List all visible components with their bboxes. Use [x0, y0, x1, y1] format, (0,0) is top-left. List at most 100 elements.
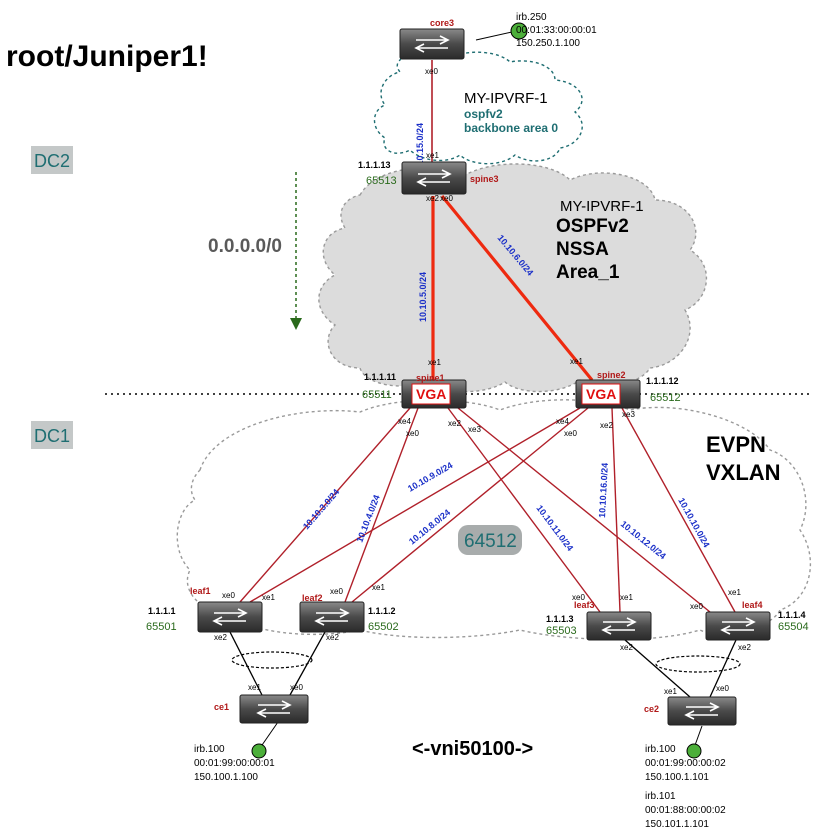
node-name: spine1: [416, 373, 445, 383]
irb-ce2-mac: 00:01:99:00:00:02: [645, 758, 726, 769]
port-label: xe2: [600, 421, 613, 430]
host-core3-icon: [510, 22, 528, 40]
link-leaf1-ce1: [229, 631, 263, 696]
port-label: xe2: [620, 643, 633, 652]
switch-arrows-icon: [684, 702, 720, 720]
asn: 65511: [362, 389, 392, 401]
port-label: xe0: [572, 593, 585, 602]
default-route-arrowhead: [290, 318, 302, 330]
subnet-s1-leaf2: 10.10.4.0/24: [355, 493, 382, 543]
switch-core3[interactable]: core3 xe0: [399, 18, 465, 76]
node-name: spine3: [470, 174, 499, 184]
as-badge: 64512: [458, 525, 522, 555]
switch-arrows-icon: [414, 35, 450, 53]
port-label: xe0: [222, 591, 235, 600]
link-spine1-leaf1: [239, 407, 411, 603]
subnet-s1-leaf1: 10.10.3.0/24: [301, 487, 341, 531]
port-label: xe1: [664, 687, 677, 696]
svg-text:64512: 64512: [464, 531, 517, 552]
vni-label: <-vni50100->: [412, 738, 533, 760]
area0-proto: ospfv2: [464, 107, 503, 121]
port-label: xe1: [262, 593, 275, 602]
port-label: xe1: [248, 683, 261, 692]
irb-ce2-name-2: irb.101: [645, 791, 676, 802]
router-id: 1.1.1.3: [546, 614, 574, 624]
nssa-vrf: MY-IPVRF-1: [560, 198, 644, 215]
port-label: xe0: [406, 429, 419, 438]
link-spine2-leaf4: [621, 407, 736, 613]
port-label: xe1: [372, 583, 385, 592]
subnet-core3-spine3: 10.10.15.0/24: [415, 123, 425, 178]
overlay-vxlan: VXLAN: [706, 460, 781, 485]
switch-leaf4[interactable]: leaf4 1.1.1.4 65504 xe0 xe1 xe2: [690, 588, 809, 652]
lag-ce2: [655, 655, 741, 673]
switch-spine3[interactable]: spine3 1.1.1.13 65513 xe1 xe2 xe0: [358, 151, 499, 203]
link-spine2-leaf2: [351, 407, 589, 603]
node-name: core3: [430, 18, 454, 28]
switch-arrows-icon: [601, 617, 637, 635]
port-label: xe0: [690, 602, 703, 611]
lag-ce1: [231, 651, 313, 669]
router-id: 1.1.1.1: [148, 606, 176, 616]
node-name: leaf2: [302, 593, 323, 603]
irb-ce1-mac: 00:01:99:00:00:01: [194, 758, 275, 769]
switch-arrows-icon: [416, 169, 452, 187]
irb-ce1-ip: 150.100.1.100: [194, 772, 258, 783]
switch-arrows-icon: [212, 608, 248, 626]
node-name: ce2: [644, 704, 659, 714]
nssa-type: NSSA: [556, 239, 609, 260]
node-name: leaf1: [190, 586, 211, 596]
switch-leaf3[interactable]: leaf3 1.1.1.3 65503 xe0 xe1 xe2: [546, 593, 652, 652]
router-id: 1.1.1.2: [368, 606, 396, 616]
port-label: xe0: [440, 194, 453, 203]
link-spine1-leaf3: [447, 407, 601, 613]
asn: 65513: [366, 175, 397, 187]
node-name: leaf3: [574, 600, 595, 610]
switch-ce2[interactable]: ce2 xe1 xe0: [644, 684, 737, 726]
port-label: xe1: [428, 358, 441, 367]
svg-text:DC2: DC2: [34, 151, 70, 171]
dc2-badge: DC2: [31, 146, 73, 174]
nssa-cloud: [318, 163, 707, 393]
port-label: xe2: [326, 633, 339, 642]
node-name: spine2: [597, 370, 626, 380]
svg-text:DC1: DC1: [34, 426, 70, 446]
port-label: xe0: [330, 587, 343, 596]
router-id: 1.1.1.13: [358, 160, 391, 170]
port-label: xe4: [398, 417, 411, 426]
switch-spine1[interactable]: VGA spine1 1.1.1.11 65511 xe1 xe4 xe0 xe…: [362, 358, 481, 438]
subnet-s2-leaf2: 10.10.8.0/24: [407, 507, 452, 546]
port-label: xe2: [448, 419, 461, 428]
vga-label: VGA: [416, 386, 446, 402]
switch-arrows-icon: [314, 608, 350, 626]
port-label: xe1: [570, 357, 583, 366]
port-label: xe0: [425, 67, 438, 76]
switch-leaf2[interactable]: leaf2 1.1.1.2 65502 xe0 xe1 xe2: [299, 583, 399, 642]
asn: 65504: [778, 621, 809, 633]
link-spine3-spine2: [440, 194, 594, 382]
fabric-cloud: [176, 399, 812, 641]
port-label: xe0: [716, 684, 729, 693]
switch-ce1[interactable]: ce1 xe1 xe0: [214, 683, 309, 724]
port-label: xe1: [620, 593, 633, 602]
page-title: root/Juniper1!: [6, 40, 208, 73]
asn: 65512: [650, 392, 681, 404]
asn: 65501: [146, 621, 177, 633]
irb-ce2-name: irb.100: [645, 744, 676, 755]
subnet-s2-leaf1: 10.10.9.0/24: [406, 460, 454, 494]
node-name: leaf4: [742, 600, 763, 610]
switch-spine2[interactable]: VGA spine2 1.1.1.12 65512 xe1 xe3 xe4 xe…: [556, 357, 681, 438]
nssa-proto: OSPFv2: [556, 216, 629, 237]
link-leaf3-ce2: [624, 639, 691, 698]
router-id: 1.1.1.11: [364, 372, 396, 382]
port-label: xe2: [426, 194, 439, 203]
router-id: 1.1.1.4: [778, 610, 806, 620]
port-label: xe0: [290, 683, 303, 692]
link-spine1-leaf2: [344, 407, 419, 603]
port-label: xe2: [738, 643, 751, 652]
switch-leaf1[interactable]: leaf1 1.1.1.1 65501 xe0 xe1 xe2: [146, 586, 275, 642]
link-spine1-leaf4: [457, 407, 711, 613]
irb-ce2-mac-2: 00:01:88:00:00:02: [645, 805, 726, 816]
subnet-s1-leaf4: 10.10.12.0/24: [619, 519, 668, 561]
